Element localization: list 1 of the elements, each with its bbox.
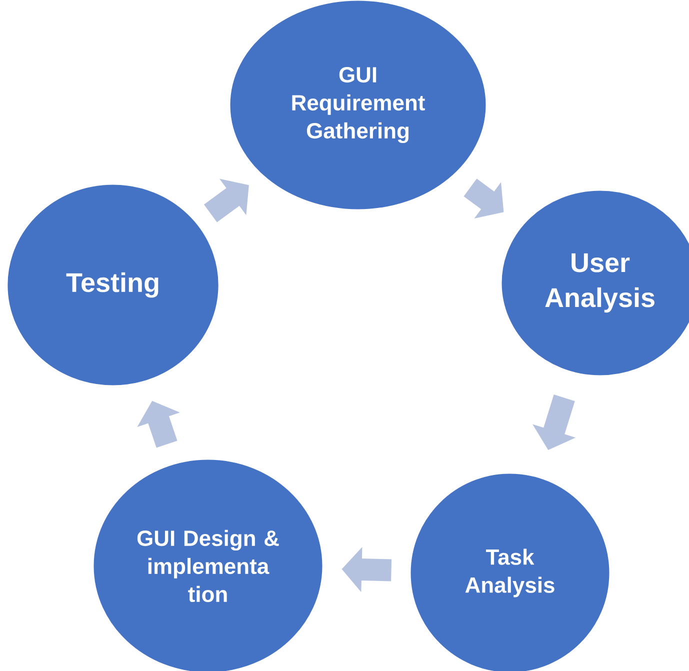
block-arrow (204, 178, 249, 222)
